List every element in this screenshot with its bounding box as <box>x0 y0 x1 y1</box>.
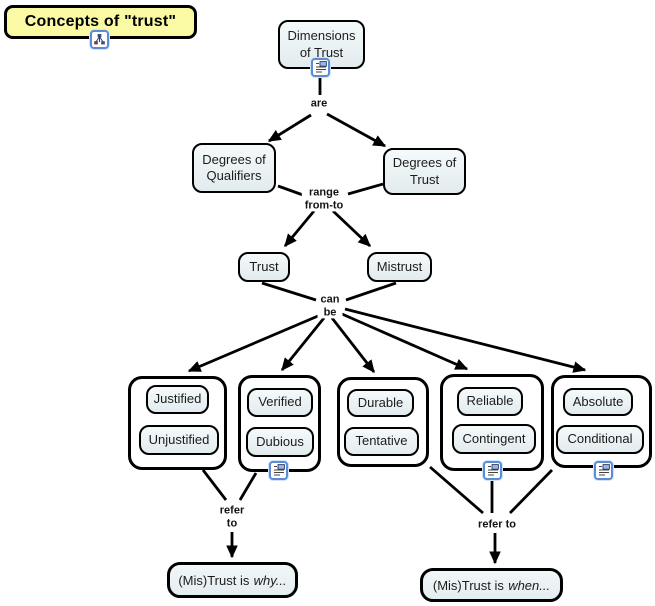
link-label-refer-to-right[interactable]: refer to <box>475 518 519 532</box>
node-mistrust-is-when[interactable]: (Mis)Trust is when... <box>420 568 563 602</box>
node-degrees-of-qualifiers[interactable]: Degrees of Qualifiers <box>192 143 276 193</box>
node-verified[interactable]: Verified <box>247 388 313 417</box>
node-mistrust-is-why[interactable]: (Mis)Trust is why... <box>167 562 298 598</box>
node-degrees-of-trust[interactable]: Degrees of Trust <box>383 148 466 195</box>
node-durable[interactable]: Durable <box>347 389 414 417</box>
group-verified-dubious[interactable]: Verified Dubious <box>238 375 321 480</box>
node-dubious[interactable]: Dubious <box>246 427 314 457</box>
node-trust[interactable]: Trust <box>238 252 290 282</box>
document-resource-icon[interactable] <box>594 461 613 480</box>
document-resource-icon[interactable] <box>311 58 330 77</box>
document-resource-icon-glyph <box>273 464 285 476</box>
group-reliable-contingent[interactable]: Reliable Contingent <box>440 374 544 480</box>
node-mistrust[interactable]: Mistrust <box>367 252 432 282</box>
link-label-range-from-to[interactable]: range from-to <box>301 186 347 212</box>
document-resource-icon-glyph <box>315 61 327 73</box>
node-conditional[interactable]: Conditional <box>556 425 644 454</box>
statement-why-prefix: (Mis)Trust is <box>178 572 250 588</box>
group-durable-tentative[interactable]: Durable Tentative <box>337 377 429 467</box>
map-title-label: Concepts of "trust" <box>24 13 177 30</box>
document-resource-icon-glyph <box>487 464 499 476</box>
statement-when-italic: when... <box>508 577 551 593</box>
document-resource-icon[interactable] <box>483 461 502 480</box>
group-absolute-conditional[interactable]: Absolute Conditional <box>551 375 652 480</box>
document-resource-icon[interactable] <box>269 461 288 480</box>
statement-why-italic: why... <box>253 572 287 588</box>
node-contingent[interactable]: Contingent <box>452 424 536 454</box>
document-resource-icon-glyph <box>598 464 610 476</box>
link-label-refer-to-left[interactable]: refer to <box>216 504 248 530</box>
node-absolute[interactable]: Absolute <box>563 388 633 416</box>
group-justified-unjustified[interactable]: Justified Unjustified <box>128 376 227 470</box>
node-unjustified[interactable]: Unjustified <box>139 425 219 455</box>
concept-map-icon[interactable] <box>90 30 109 49</box>
node-justified[interactable]: Justified <box>146 385 209 414</box>
node-reliable[interactable]: Reliable <box>457 387 523 416</box>
node-tentative[interactable]: Tentative <box>344 427 419 456</box>
concept-map-icon-glyph <box>94 34 105 45</box>
link-label-are[interactable]: are <box>307 97 331 111</box>
link-label-can-be[interactable]: can be <box>317 293 343 319</box>
statement-when-prefix: (Mis)Trust is <box>432 577 504 593</box>
